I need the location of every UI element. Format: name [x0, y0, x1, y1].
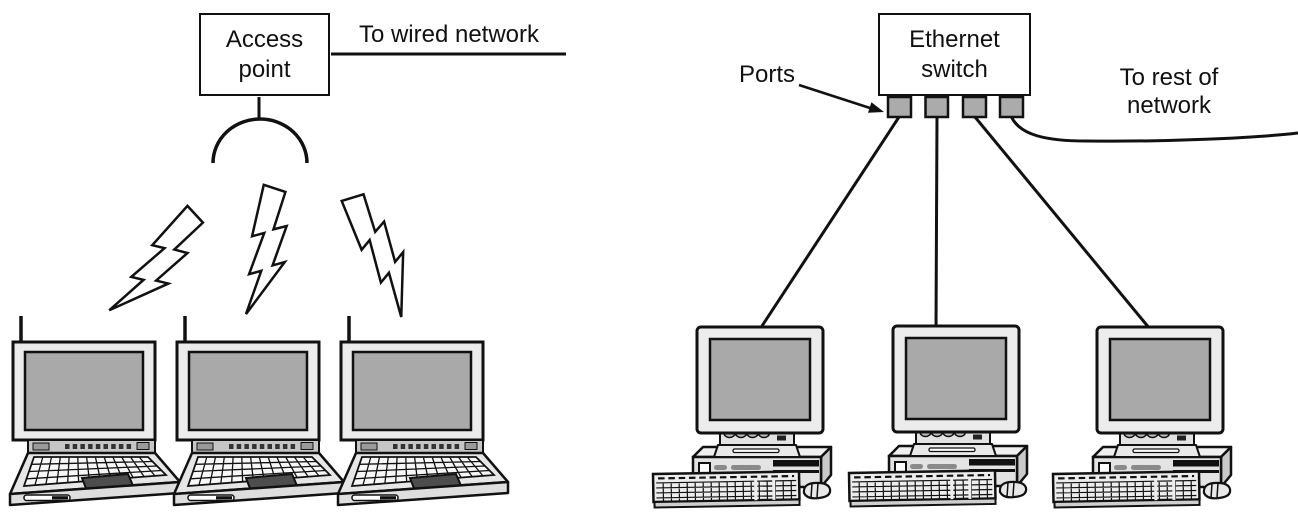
uplink-label: To rest of network — [1119, 64, 1219, 120]
desktop-computer-3 — [1051, 325, 1233, 509]
wireless-signal-icon-middle — [244, 183, 290, 318]
desktop-computer-1 — [651, 325, 833, 509]
antenna-dome — [211, 117, 309, 164]
laptop-2 — [174, 316, 344, 505]
laptop-1 — [10, 316, 180, 505]
desktop-computer-2 — [847, 324, 1029, 508]
ports-label: Ports — [738, 61, 795, 88]
switch-port-3 — [961, 95, 988, 119]
laptop-3 — [338, 316, 508, 505]
access-point-label: Access point — [225, 26, 304, 83]
access-point-box: Access point — [199, 13, 330, 96]
cable-port3-to-pc3 — [973, 116, 1152, 330]
wireless-signal-icon-right — [331, 186, 434, 319]
cable-port2-to-pc2 — [934, 116, 939, 329]
switch-port-2 — [924, 95, 950, 119]
switch-port-4 — [998, 95, 1025, 119]
ports-arrow-head — [868, 102, 884, 113]
wired-network-label: To wired network — [358, 21, 540, 48]
cable-port1-to-pc1 — [758, 116, 901, 330]
ethernet-switch-label: Ethernet switch — [909, 26, 1000, 83]
ethernet-switch-box: Ethernet switch — [878, 13, 1031, 96]
switch-port-1 — [886, 95, 913, 119]
cable-uplink — [1010, 116, 1298, 143]
ports-arrow-line — [798, 83, 871, 110]
wireless-signal-icon-left — [107, 198, 210, 331]
